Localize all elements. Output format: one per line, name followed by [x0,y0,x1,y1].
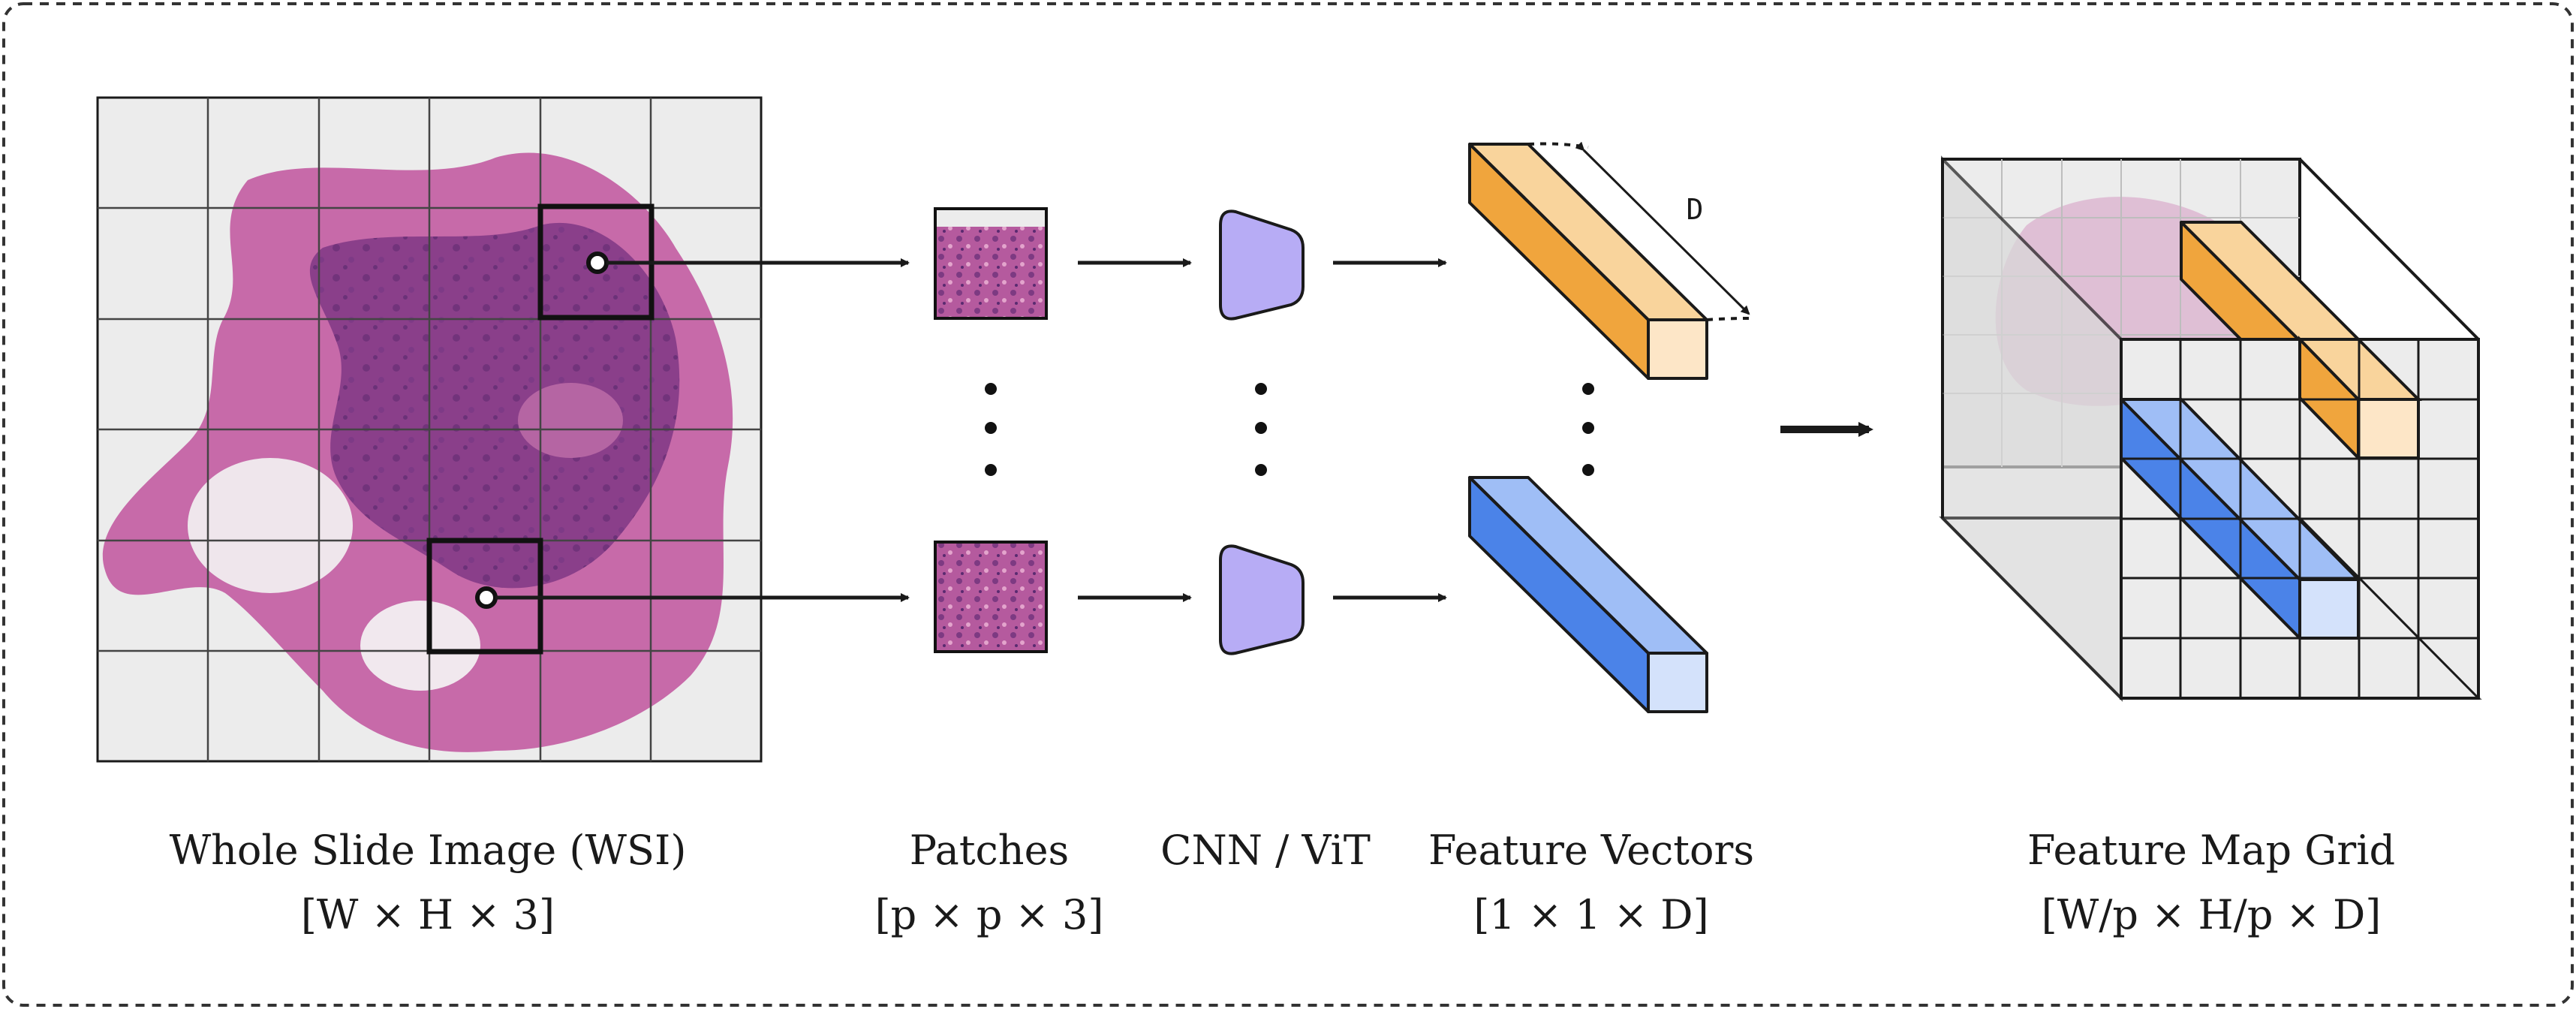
encoder-label: CNN / ViT [1160,818,1371,883]
patches-dims: [p × p × 3] [874,891,1104,938]
grid-dims: [W/p × H/p × D] [2041,891,2382,938]
feature-vector-orange [1468,143,1708,380]
patch-bottom [934,541,1048,653]
whole-slide-image [96,96,763,763]
dimension-label: D [1687,193,1704,226]
dimension-indicator [1527,141,1754,321]
grid-title: Feature Map Grid [2027,827,2396,874]
feature-map-grid [1939,155,2482,702]
patch-ellipsis [985,383,997,476]
encoder-title: CNN / ViT [1160,827,1371,874]
encoder-top [1219,209,1305,321]
grid-label: Feature Map Grid [W/p × H/p × D] [2027,818,2395,947]
patches-title: Patches [909,827,1070,874]
features-dims: [1 × 1 × D] [1473,891,1709,938]
wsi-title: Whole Slide Image (WSI) [169,827,687,874]
feature-vector-blue [1468,476,1708,713]
features-title: Feature Vectors [1428,827,1755,874]
encoder-bottom [1219,544,1305,655]
vector-ellipsis [1582,383,1594,476]
wsi-dims: [W × H × 3] [300,891,555,938]
wsi-label: Whole Slide Image (WSI) [W × H × 3] [170,818,687,947]
patches-label: Patches [p × p × 3] [875,818,1104,947]
encoder-ellipsis [1255,383,1267,476]
features-label: Feature Vectors [1 × 1 × D] [1428,818,1754,947]
patch-top [934,207,1048,320]
